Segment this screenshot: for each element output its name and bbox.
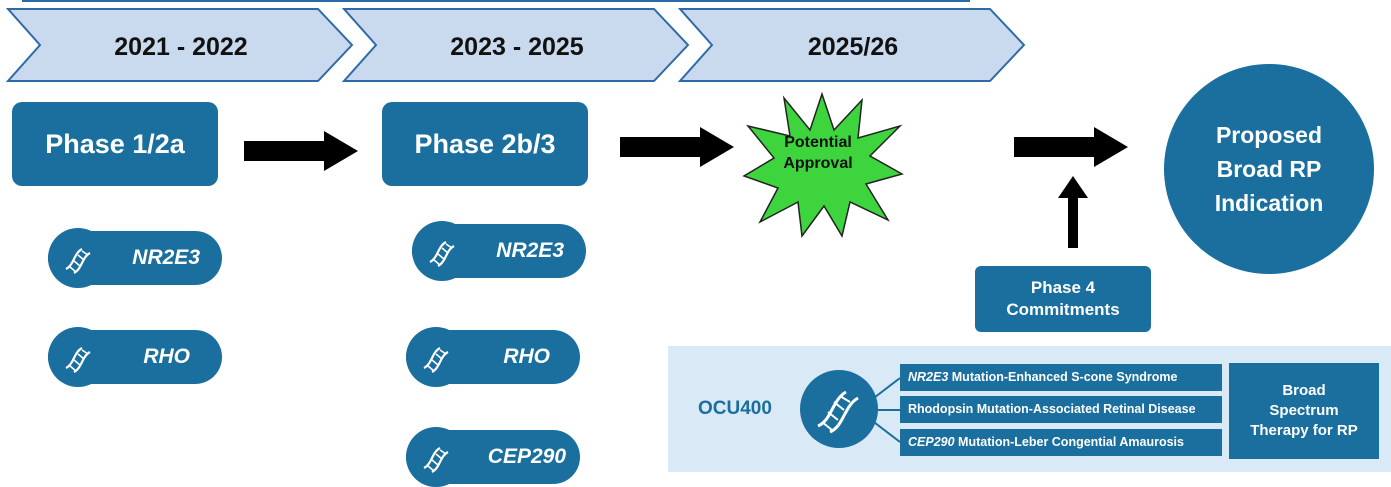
ocu-indication-row-1: NR2E3 Mutation-Enhanced S-cone Syndrome <box>900 364 1222 391</box>
broad-line-3: Therapy for RP <box>1250 422 1358 439</box>
ocu-row-gene: CEP290 <box>908 435 955 449</box>
phase-4-box: Phase 4 Commitments <box>975 266 1151 332</box>
timeline-label: 2023 - 2025 <box>450 33 584 61</box>
phase-4-line-2: Commitments <box>1006 300 1120 319</box>
timeline-step-2: 2023 - 2025 <box>342 7 692 83</box>
timeline-label: 2025/26 <box>807 33 899 61</box>
dna-badge <box>406 327 466 387</box>
arrow-right-icon <box>244 131 358 171</box>
chevron-shape <box>342 8 690 82</box>
phase-2-box: Phase 2b/3 <box>382 102 588 186</box>
arrow-right-icon <box>620 127 734 167</box>
dna-icon <box>65 347 91 373</box>
gene-pill-nr2e3: NR2E3 <box>412 221 586 281</box>
ocu-indication-row-3: CEP290 Mutation-Leber Congential Amauros… <box>900 429 1222 456</box>
timeline-label: 2021 - 2022 <box>114 33 248 61</box>
dna-icon <box>817 390 859 434</box>
approval-line-2: Approval <box>783 155 853 172</box>
chevron-shape <box>6 8 354 82</box>
approval-text: Potential Approval <box>758 132 878 174</box>
gene-pill-nr2e3: NR2E3 <box>48 228 222 288</box>
gene-label: RHO <box>143 345 190 368</box>
phase-4-line-1: Phase 4 <box>1030 278 1096 297</box>
ocu-row-text: Mutation-Enhanced S-cone Syndrome <box>948 370 1178 384</box>
timeline-step-3: 2025/26 <box>678 7 1028 83</box>
dna-icon <box>423 347 449 373</box>
dna-icon <box>423 447 449 473</box>
outcome-line-3: Indication <box>1214 190 1324 216</box>
arrow-right-icon <box>1014 127 1128 167</box>
arrow-up-icon <box>1058 176 1088 248</box>
ocu-indication-row-2: Rhodopsin Mutation-Associated Retinal Di… <box>900 396 1222 423</box>
starburst-icon <box>742 91 904 238</box>
phase-2-label: Phase 2b/3 <box>414 128 556 159</box>
broad-spectrum-box: Broad Spectrum Therapy for RP <box>1229 363 1379 459</box>
dna-badge <box>406 427 466 487</box>
dna-badge <box>412 221 472 281</box>
gene-pill-cep290: CEP290 <box>406 427 580 487</box>
ocu-row-text: Rhodopsin Mutation-Associated Retinal Di… <box>908 402 1196 416</box>
timeline-step-1: 2021 - 2022 <box>6 7 356 83</box>
dna-badge <box>48 327 108 387</box>
gene-pill-rho: RHO <box>48 327 222 387</box>
phase-1-box: Phase 1/2a <box>12 102 218 186</box>
timeline-top-line <box>22 0 970 2</box>
gene-label: CEP290 <box>487 445 566 468</box>
gene-label: RHO <box>503 345 550 368</box>
gene-pill-rho: RHO <box>406 327 580 387</box>
dna-icon <box>429 241 455 267</box>
chevron-shape <box>678 8 1026 82</box>
approval-line-1: Potential <box>784 134 852 151</box>
gene-label: NR2E3 <box>132 246 200 269</box>
proposed-indication-circle: Proposed Broad RP Indication <box>1164 64 1374 274</box>
broad-line-2: Spectrum <box>1269 402 1339 419</box>
outcome-line-1: Proposed <box>1215 122 1323 148</box>
outcome-line-2: Broad RP <box>1216 156 1322 182</box>
gene-label: NR2E3 <box>496 239 564 262</box>
dna-badge <box>48 228 108 288</box>
ocu-row-text: Mutation-Leber Congential Amaurosis <box>954 435 1184 449</box>
broad-line-1: Broad <box>1282 382 1326 399</box>
ocu400-dna-badge <box>800 370 878 448</box>
phase-1-label: Phase 1/2a <box>45 128 185 159</box>
dna-icon <box>65 248 91 274</box>
ocu400-label: OCU400 <box>698 398 772 419</box>
ocu-row-gene: NR2E3 <box>908 370 949 384</box>
